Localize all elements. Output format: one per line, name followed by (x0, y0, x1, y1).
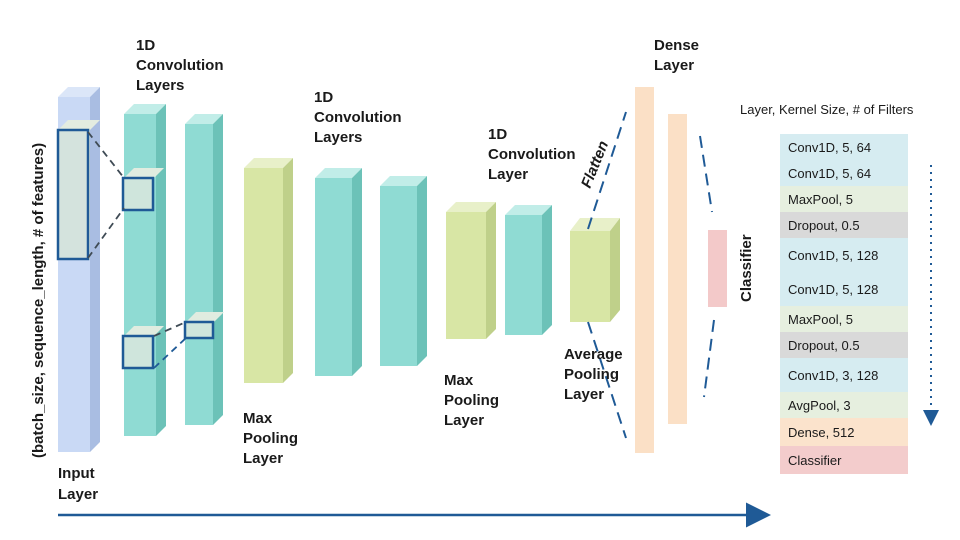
table-row: AvgPool, 3 (788, 398, 851, 413)
table-row-bg (780, 272, 908, 306)
table-row-bg (780, 358, 908, 392)
table-row-bg (780, 392, 908, 418)
table-row: Conv1D, 5, 64 (788, 166, 871, 181)
table-row: Conv1D, 5, 128 (788, 248, 878, 263)
conv-group-2-block-a (315, 168, 362, 376)
classifier-block (708, 230, 727, 307)
conv-group-2-label: 1D Convolution Layers (314, 89, 406, 146)
table-row: Conv1D, 5, 128 (788, 282, 878, 297)
table-row-bg (780, 446, 908, 474)
dense-layer-block-a (635, 87, 654, 453)
flatten-label: Flatten (578, 139, 612, 191)
table-row: Dropout, 0.5 (788, 338, 860, 353)
table-row: Dropout, 0.5 (788, 218, 860, 233)
table-row: Dense, 512 (788, 425, 855, 440)
conv-group-1-label: 1D Convolution Layers (136, 37, 228, 94)
conv-group-1-block-a (121, 104, 166, 436)
table-row-bg (780, 418, 908, 446)
table-row: MaxPool, 5 (788, 192, 853, 207)
dense-layer-block-b (668, 114, 687, 424)
table-row: Classifier (788, 453, 842, 468)
input-layer-block (56, 87, 100, 452)
table-row-bg (780, 306, 908, 332)
conv-group-1-block-b (183, 114, 224, 425)
avg-pool-block (570, 218, 620, 322)
input-layer-label: Input Layer (58, 465, 99, 503)
avg-pool-label: Average Pooling Layer (564, 346, 627, 403)
table-row-bg (780, 160, 908, 186)
table-row-bg (780, 186, 908, 212)
max-pool-1-label: Max Pooling Layer (243, 410, 302, 467)
receptive-field-connectors (87, 131, 187, 369)
layer-table-header: Layer, Kernel Size, # of Filters (740, 102, 914, 117)
table-row: MaxPool, 5 (788, 312, 853, 327)
classifier-label: Classifier (738, 234, 755, 302)
conv-group-2-block-b (380, 176, 427, 366)
conv-group-3-block (505, 205, 552, 335)
max-pool-1-block (244, 158, 293, 383)
conv-group-3-label: 1D Convolution Layer (488, 126, 580, 183)
layer-table: Conv1D, 5, 64 Conv1D, 5, 64 MaxPool, 5 Drop… (780, 134, 908, 474)
flatten-lines (587, 111, 627, 439)
max-pool-2-block (446, 202, 496, 339)
max-pool-2-label: Max Pooling Layer (444, 372, 503, 429)
table-row: Conv1D, 5, 64 (788, 140, 871, 155)
dense-to-classifier-lines (699, 135, 715, 398)
table-row: Conv1D, 3, 128 (788, 368, 878, 383)
table-row-bg (780, 332, 908, 358)
table-row-bg (780, 212, 908, 238)
input-shape-label: (batch_size, sequence_length, # of featu… (30, 143, 47, 458)
dense-layer-label: Dense Layer (654, 37, 703, 74)
table-row-bg (780, 238, 908, 272)
table-row-bg (780, 134, 908, 160)
